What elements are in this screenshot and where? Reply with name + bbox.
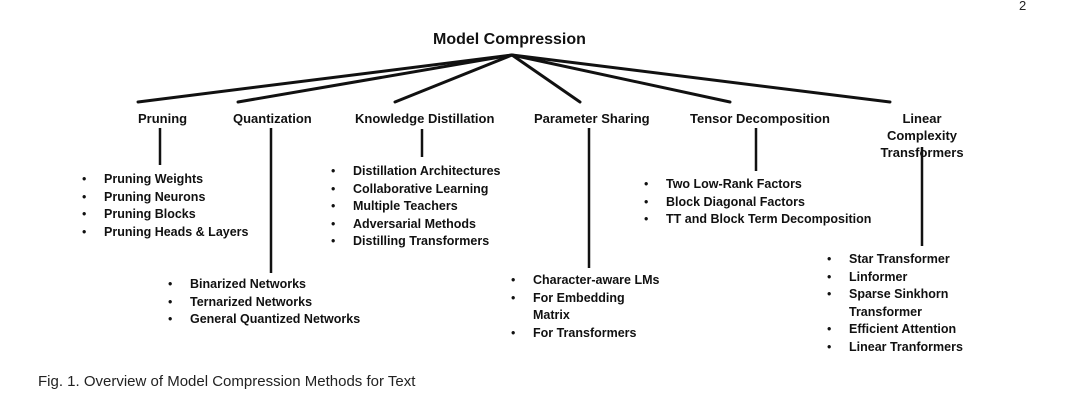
- category-parameter-sharing: Parameter Sharing: [534, 111, 650, 126]
- list-item: General Quantized Networks: [166, 311, 360, 329]
- list-item: Character-aware LMs: [509, 272, 659, 290]
- edge-root-quantization: [236, 53, 514, 104]
- edge-root-distillation: [393, 53, 514, 104]
- page-number: 2: [1019, 0, 1027, 13]
- list-item: Sparse Sinkhorn Transformer: [825, 286, 949, 321]
- list-item: Ternarized Networks: [166, 294, 360, 312]
- list-item: For Transformers: [509, 325, 659, 343]
- list-knowledge-distillation: Distillation Architectures Collaborative…: [329, 163, 501, 251]
- list-item: Collaborative Learning: [329, 181, 501, 199]
- list-item: Two Low-Rank Factors: [642, 176, 871, 194]
- list-item: Distillation Architectures: [329, 163, 501, 181]
- list-item: Linformer: [825, 269, 963, 287]
- edge-root-linear: [510, 53, 892, 104]
- edge-root-pruning: [136, 53, 514, 104]
- list-item: Linear Tranformers: [825, 339, 963, 357]
- list-linear-complexity-transformers: Star Transformer Linformer Sparse Sinkho…: [825, 251, 963, 356]
- list-quantization: Binarized Networks Ternarized Networks G…: [166, 276, 360, 329]
- category-knowledge-distillation: Knowledge Distillation: [355, 111, 495, 126]
- list-item: Pruning Weights: [80, 171, 249, 189]
- category-pruning: Pruning: [138, 111, 188, 126]
- list-item: Distilling Transformers: [329, 233, 501, 251]
- list-item: For Embedding Matrix: [509, 290, 643, 325]
- category-linear-complexity-transformers: Linear Complexity Transformers: [880, 111, 964, 160]
- category-tensor-decomposition: Tensor Decomposition: [690, 111, 830, 126]
- list-item: Pruning Blocks: [80, 206, 249, 224]
- list-item: Block Diagonal Factors: [642, 194, 871, 212]
- list-parameter-sharing: Character-aware LMs For Embedding Matrix…: [509, 272, 659, 342]
- list-pruning: Pruning Weights Pruning Neurons Pruning …: [80, 171, 249, 241]
- edge-root-sharing: [510, 53, 582, 104]
- list-item: Star Transformer: [825, 251, 963, 269]
- category-quantization: Quantization: [233, 111, 312, 126]
- edge-root-tensor: [510, 53, 732, 104]
- root-title: Model Compression: [433, 31, 586, 48]
- list-item: TT and Block Term Decomposition: [642, 211, 871, 229]
- list-tensor-decomposition: Two Low-Rank Factors Block Diagonal Fact…: [642, 176, 871, 229]
- list-item: Binarized Networks: [166, 276, 360, 294]
- figure-caption: Fig. 1. Overview of Model Compression Me…: [38, 373, 416, 390]
- list-item: Pruning Neurons: [80, 189, 249, 207]
- list-item: Multiple Teachers: [329, 198, 501, 216]
- list-item: Efficient Attention: [825, 321, 963, 339]
- list-item: Adversarial Methods: [329, 216, 501, 234]
- list-item: Pruning Heads & Layers: [80, 224, 249, 242]
